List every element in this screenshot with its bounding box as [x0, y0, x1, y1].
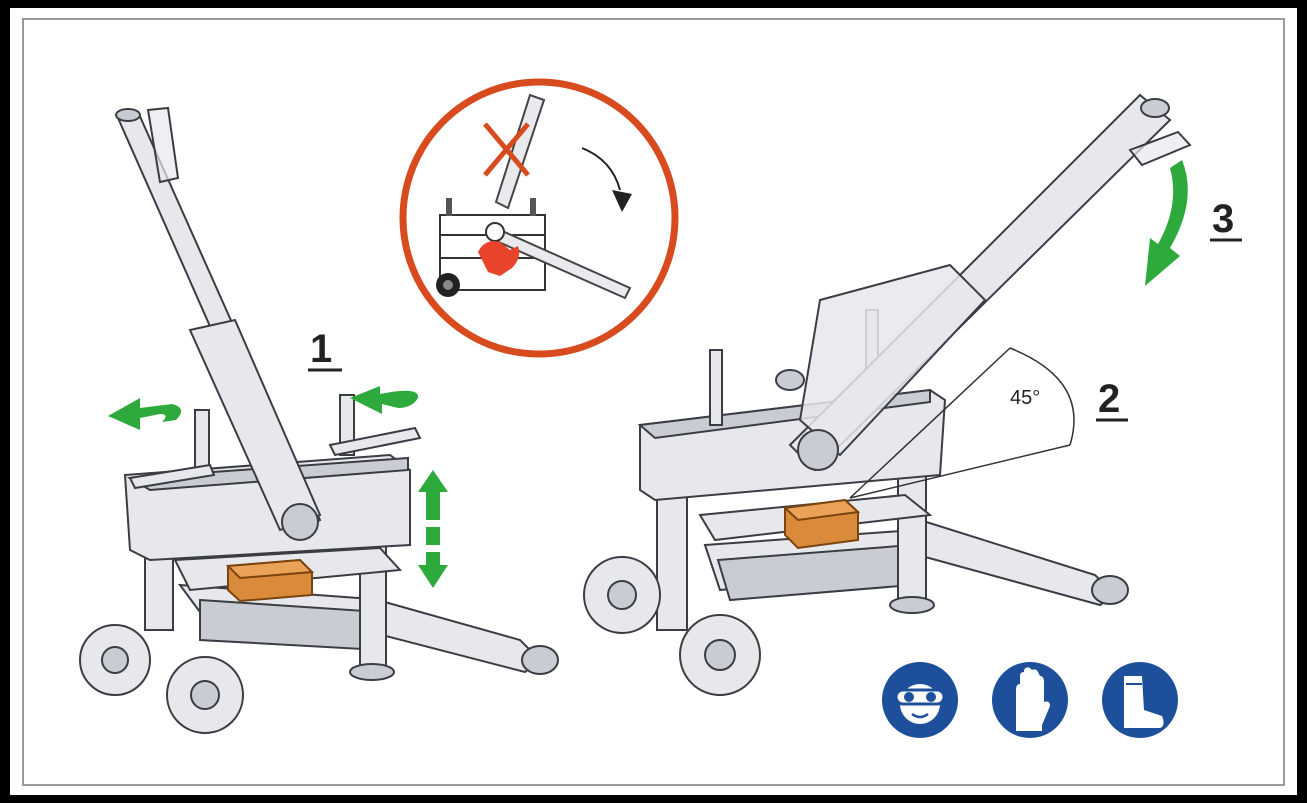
safety-boots-icon — [1102, 662, 1178, 738]
angle-label: 45° — [1010, 387, 1040, 409]
brick-cutter-left — [79, 106, 559, 734]
rotate-arrow-right — [350, 386, 419, 414]
rotate-arrow-left — [108, 398, 182, 430]
inner-border — [22, 18, 1285, 786]
vertical-adjust-arrow — [418, 470, 448, 588]
eye-protection-icon — [882, 662, 958, 738]
angle-indicator — [849, 347, 1075, 499]
warning-no-hands-sign — [399, 78, 679, 358]
step-1-label: 1 — [310, 327, 332, 371]
pull-down-arrow — [1145, 160, 1188, 286]
step-3-label: 3 — [1212, 197, 1234, 241]
gloves-icon — [992, 662, 1068, 738]
step-2-label: 2 — [1098, 377, 1120, 421]
brick-cutter-right — [583, 93, 1192, 696]
